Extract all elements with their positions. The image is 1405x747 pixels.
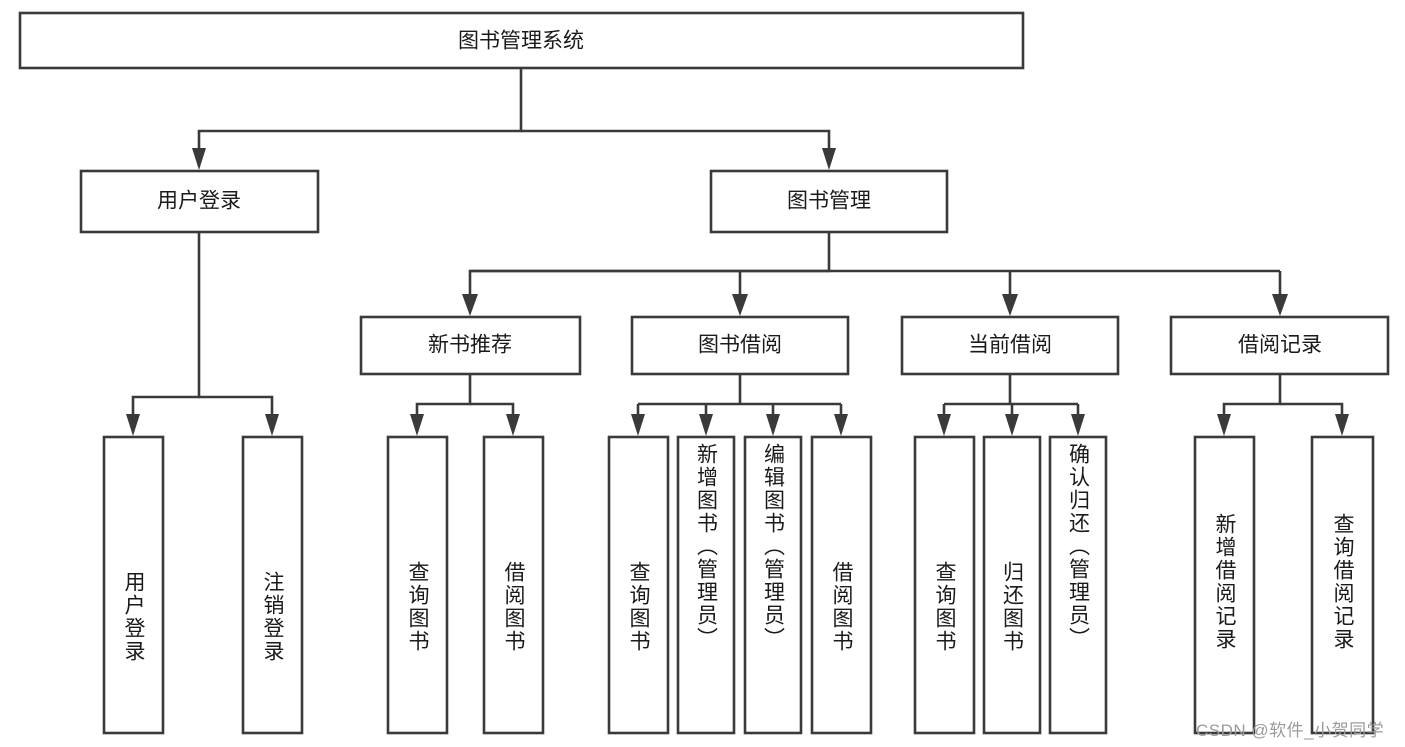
leaf-label-wrap-edit-book: 编辑图书（管理员） — [745, 437, 801, 733]
node-box-leaf-query-record[interactable] — [1310, 435, 1375, 735]
arrow-to-current-borrow — [1002, 294, 1018, 316]
leaf-label-wrap-return-book: 归还图书 — [984, 437, 1040, 733]
edge-newbook-trunk — [415, 374, 472, 418]
leaf-label-query-book-1: 查询图书 — [406, 561, 429, 653]
arrow-to-leaf-borrow-book-2 — [834, 414, 848, 436]
arrow-to-borrow-record — [1272, 294, 1288, 316]
node-box-leaf-user-login[interactable] — [102, 435, 165, 735]
node-box-leaf-logout[interactable] — [241, 435, 304, 735]
node-label-book-management: 图书管理 — [787, 190, 871, 213]
edge-root-to-book-management — [521, 129, 831, 152]
node-label-user-login: 用户登录 — [157, 190, 241, 213]
leaf-label-query-book-2: 查询图书 — [627, 561, 650, 653]
arrow-to-leaf-edit-book — [766, 414, 780, 436]
leaf-label-return-book: 归还图书 — [1000, 561, 1024, 653]
leaf-label-wrap-query-book-1: 查询图书 — [388, 437, 447, 733]
leaf-label-user-login: 用户登录 — [122, 571, 145, 663]
arrow-to-leaf-return-book — [1005, 414, 1019, 436]
edge-bookmgmt-trunk — [468, 232, 831, 298]
node-label-borrow-record: 借阅记录 — [1238, 334, 1322, 357]
edge-borrowrecord-trunk — [1222, 374, 1282, 418]
leaf-label-query-book-3: 查询图书 — [933, 561, 956, 653]
node-box-current-borrow[interactable] — [900, 315, 1120, 376]
node-label-new-book-recommend: 新书推荐 — [428, 334, 512, 357]
arrow-to-leaf-user-login — [126, 414, 140, 436]
node-box-borrow-record[interactable] — [1169, 315, 1390, 376]
nodes-layer: 图书管理系统 用户登录 图书管理 新书推荐 图书借阅 当前借阅 借阅记录 — [18, 11, 1390, 735]
node-box-leaf-add-book[interactable] — [676, 435, 736, 735]
csdn-watermark: CSDN @软件_小贺同学 — [1196, 721, 1385, 740]
leaf-label-add-book: 新增图书（管理员） — [694, 443, 718, 650]
arrow-to-leaf-borrow-book-1 — [506, 414, 520, 436]
arrow-to-leaf-query-book-3 — [937, 414, 951, 436]
arrow-to-user-login — [192, 148, 206, 170]
arrow-to-book-borrow — [732, 294, 748, 316]
node-box-user-login[interactable] — [79, 169, 320, 234]
node-box-new-book-recommend[interactable] — [359, 315, 582, 376]
leaf-label-wrap-query-book-2: 查询图书 — [609, 437, 668, 733]
node-box-leaf-add-record[interactable] — [1193, 435, 1256, 735]
leaf-label-wrap-query-book-3: 查询图书 — [915, 437, 974, 733]
node-box-leaf-return-book[interactable] — [982, 435, 1042, 735]
edge-userlogin-trunk — [131, 232, 201, 418]
leaf-label-confirm-return: 确认归还（管理员） — [1066, 443, 1090, 650]
leaf-label-add-record: 新增借阅记录 — [1213, 513, 1236, 651]
node-box-leaf-borrow-book-1[interactable] — [482, 435, 545, 735]
arrow-to-leaf-logout — [265, 414, 279, 436]
leaf-label-wrap-borrow-book-2: 借阅图书 — [812, 437, 871, 733]
node-box-book-management[interactable] — [709, 169, 949, 234]
leaf-label-borrow-book-1: 借阅图书 — [502, 561, 525, 653]
node-box-leaf-confirm-return[interactable] — [1048, 435, 1108, 735]
node-box-leaf-query-book-1[interactable] — [386, 435, 449, 735]
node-box-leaf-edit-book[interactable] — [743, 435, 803, 735]
arrow-to-leaf-add-book — [699, 414, 713, 436]
leaf-label-edit-book: 编辑图书（管理员） — [761, 443, 785, 650]
edge-root-trunk — [197, 68, 523, 152]
node-label-root: 图书管理系统 — [458, 30, 584, 53]
node-box-book-borrow[interactable] — [630, 315, 850, 376]
leaf-label-wrap-borrow-book-1: 借阅图书 — [484, 437, 543, 733]
edges-layer — [126, 68, 1349, 436]
leaf-label-wrap-query-record: 查询借阅记录 — [1312, 437, 1373, 733]
node-box-leaf-borrow-book-2[interactable] — [810, 435, 873, 735]
leaf-label-borrow-book-2: 借阅图书 — [830, 561, 853, 653]
arrow-to-leaf-query-book-2 — [631, 414, 645, 436]
node-box-leaf-query-book-3[interactable] — [913, 435, 976, 735]
leaf-label-wrap-confirm-return: 确认归还（管理员） — [1050, 437, 1106, 733]
leaf-label-query-record: 查询借阅记录 — [1331, 513, 1354, 651]
arrow-to-new-book-recommend — [462, 294, 478, 316]
edge-newbook-right — [470, 402, 515, 418]
edge-userlogin-right — [199, 395, 274, 418]
arrow-to-leaf-confirm-return — [1071, 414, 1085, 436]
node-label-current-borrow: 当前借阅 — [968, 334, 1052, 357]
leaf-label-wrap-add-record: 新增借阅记录 — [1195, 437, 1254, 733]
arrow-to-leaf-query-book-1 — [410, 414, 424, 436]
leaf-label-wrap-add-book: 新增图书（管理员） — [678, 437, 734, 733]
arrow-to-book-management — [822, 148, 836, 170]
edge-borrowrecord-right — [1280, 402, 1344, 418]
node-box-leaf-query-book-2[interactable] — [607, 435, 670, 735]
node-label-book-borrow: 图书借阅 — [698, 334, 782, 357]
arrow-to-leaf-query-record — [1335, 414, 1349, 436]
leaf-label-wrap-user-login: 用户登录 — [104, 437, 163, 733]
leaf-label-wrap-logout: 注销登录 — [243, 437, 302, 733]
node-box-root[interactable] — [18, 11, 1025, 70]
leaf-label-logout: 注销登录 — [261, 571, 284, 663]
arrow-to-leaf-add-record — [1217, 414, 1231, 436]
